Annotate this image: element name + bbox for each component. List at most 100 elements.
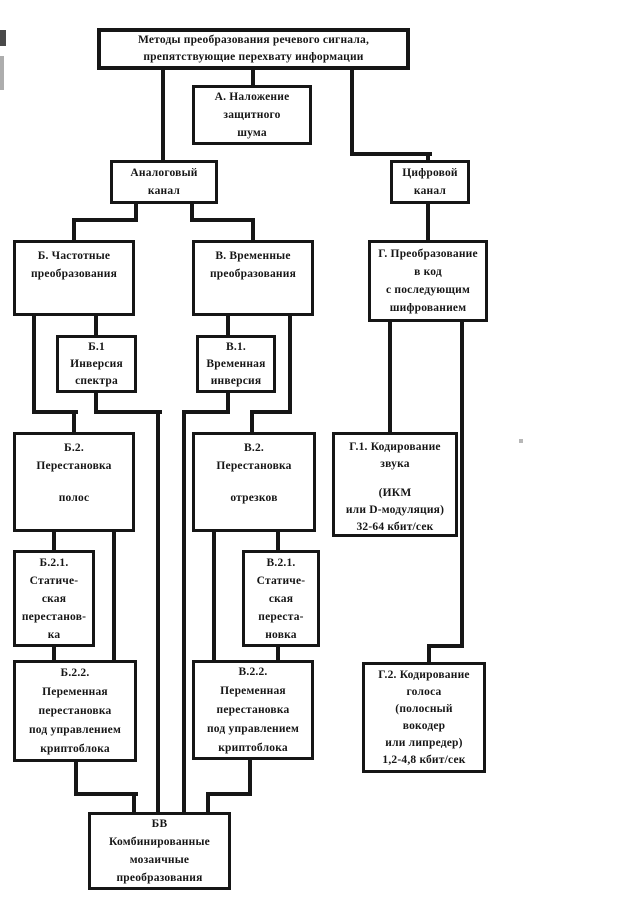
edge-v1-bv: [182, 410, 186, 814]
node-root: Методы преобразования речевого сигнала, …: [97, 28, 410, 70]
edge-analog-v: [251, 218, 255, 242]
node-analog-label-line: Аналоговый: [130, 167, 198, 179]
node-b-label-line: Б. Частотные: [37, 250, 111, 262]
node-b22-label-line: Б.2.2.: [60, 666, 90, 679]
edge-v-v2: [250, 410, 292, 414]
node-bv-label-line: БВ: [151, 818, 168, 830]
node-g1-label-line: 32-64 кбит/сек: [356, 521, 434, 533]
node-b22-label-line: Переменная: [42, 685, 108, 698]
node-v2-label-line: отрезков: [230, 492, 278, 504]
node-b-label-line: преобразования: [30, 268, 118, 280]
edge-v-v2: [250, 410, 254, 434]
edge-root-digital: [350, 70, 354, 156]
edge-v-v1: [226, 314, 230, 337]
node-g1-label-line: (ИКМ: [378, 487, 412, 499]
node-v1-label-line: инверсия: [210, 374, 262, 387]
node-bv-combined-mosaic: БВ Комбинированные мозаичные преобразова…: [88, 812, 231, 890]
edge-v22-bv: [206, 792, 210, 814]
node-root-label-line: препятствующие перехвату информации: [143, 51, 364, 63]
edge-v-v2: [288, 314, 292, 414]
edge-v2-v21: [276, 530, 280, 552]
node-b-frequency: Б. Частотные преобразования: [13, 240, 135, 316]
node-v1-label-line: Временная: [206, 357, 266, 370]
node-a-noise: А. Наложение защитного шума: [192, 85, 312, 145]
edge-analog-b: [134, 204, 138, 222]
edge-b-b1: [94, 314, 98, 337]
node-v21-label-line: В.2.1.: [266, 556, 296, 569]
edge-v22-bv: [206, 792, 252, 796]
node-root-label-line: Методы преобразования речевого сигнала,: [137, 34, 370, 46]
node-b2-label-line: Б.2.: [64, 442, 84, 454]
edge-b22-bv: [74, 760, 78, 796]
node-a-label-line: шума: [237, 127, 267, 139]
edge-analog-v: [190, 204, 194, 222]
edge-b1-bv: [94, 391, 98, 414]
scan-artifact: [519, 439, 523, 443]
node-g2-label-line: 1,2-4,8 кбит/сек: [382, 753, 466, 766]
edge-g-g2: [460, 320, 464, 648]
node-v1-time-inversion: В.1. Временная инверсия: [196, 335, 276, 393]
node-b1-label-line: Б.1: [88, 340, 105, 353]
node-g-coding: Г. Преобразование в код с последующим ши…: [368, 240, 488, 322]
node-b22-label-line: под управлением: [28, 723, 122, 736]
edge-b22-bv: [74, 792, 138, 796]
node-b21-label-line: Б.2.1.: [39, 556, 69, 569]
edge-b-b2: [32, 410, 78, 414]
node-g2-label-line: голоса: [406, 685, 442, 698]
node-g1-label-line: звука: [380, 458, 410, 470]
edge-root-digital: [426, 152, 430, 162]
node-v-label-line: преобразования: [209, 268, 297, 280]
scan-artifact: [0, 56, 4, 90]
edge-v21-v22: [276, 645, 280, 662]
node-v21-label-line: ская: [268, 592, 294, 605]
edge-root-analog: [161, 70, 165, 162]
node-v22-label-line: Переменная: [220, 684, 286, 697]
node-b21-static-permutation: Б.2.1. Статиче- ская перестанов- ка: [13, 550, 95, 647]
node-b2-label-line: Перестановка: [36, 460, 112, 472]
edge-v1-bv: [182, 410, 230, 414]
node-b21-label-line: Статиче-: [29, 574, 79, 587]
node-g2-voice-coding: Г.2. Кодирование голоса (полосный вокоде…: [362, 662, 486, 773]
node-bv-label-line: Комбинированные: [109, 836, 210, 848]
node-a-label-line: А. Наложение: [214, 91, 290, 103]
edge-g-g1: [388, 320, 392, 434]
node-digital-channel: Цифровой канал: [390, 160, 470, 204]
node-g-label-line: Г. Преобразование: [378, 248, 478, 260]
node-g2-label-line: или липредер): [385, 736, 463, 749]
edge-b1-bv: [94, 410, 162, 414]
edge-b-b2: [32, 314, 36, 414]
node-g2-label-line: (полосный: [395, 702, 453, 715]
node-b2-band-permutation: Б.2. Перестановка полос: [13, 432, 135, 532]
node-v-temporal: В. Временные преобразования: [192, 240, 314, 316]
node-g2-label-line: вокодер: [402, 719, 446, 732]
node-b22-label-line: перестановка: [38, 704, 112, 717]
edge-g-g2: [427, 644, 464, 648]
node-g1-label-line: Г.1. Кодирование: [349, 441, 441, 453]
node-g-label-line: шифрованием: [389, 302, 467, 314]
edge-b1-bv: [156, 410, 160, 814]
edge-v22-bv: [248, 758, 252, 796]
edge-analog-b: [72, 218, 138, 222]
node-v2-label-line: Перестановка: [216, 460, 292, 472]
node-digital-label-line: Цифровой: [402, 167, 458, 179]
edge-v2-v22: [212, 530, 216, 662]
node-b1-label-line: Инверсия: [70, 357, 123, 370]
node-g1-sound-coding: Г.1. Кодирование звука (ИКМ или D-модуля…: [332, 432, 458, 537]
edge-b21-b22: [52, 645, 56, 662]
node-v21-label-line: новка: [265, 628, 297, 641]
edge-analog-b: [72, 218, 76, 242]
node-bv-label-line: преобразования: [116, 872, 203, 884]
edge-b-b2: [72, 410, 76, 434]
edge-v1-bv: [226, 391, 230, 414]
node-b21-label-line: перестанов-: [21, 610, 87, 623]
node-g1-label-line: или D-модуляция): [345, 504, 445, 516]
edge-b2-b22: [112, 530, 116, 662]
node-v21-static-permutation: В.2.1. Статиче- ская переста- новка: [242, 550, 320, 647]
edge-analog-v: [190, 218, 255, 222]
edge-root-a: [251, 70, 255, 87]
edge-digital-g: [426, 204, 430, 242]
node-digital-label-line: канал: [413, 185, 447, 197]
edge-b22-bv: [132, 792, 136, 814]
node-v22-label-line: перестановка: [216, 703, 290, 716]
